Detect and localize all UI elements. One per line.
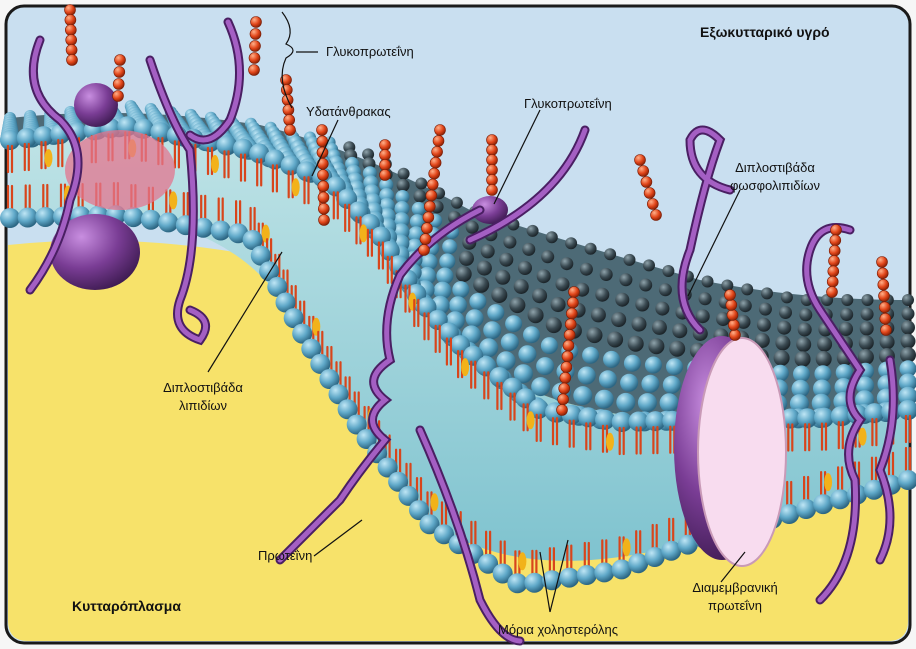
label-extracellular-fluid: Εξωκυτταρικό υγρό (700, 24, 830, 40)
label-phospholipid-bilayer-2: φωσφολιπιδίων (720, 178, 830, 194)
label-lipid-bilayer-1: Διπλοστιβάδα (148, 380, 258, 396)
label-glycoprotein-mid: Γλυκοπρωτεΐνη (524, 96, 612, 112)
label-protein: Πρωτεΐνη (258, 548, 312, 564)
label-carbohydrate: Υδατάνθρακας (306, 104, 391, 120)
label-lipid-bilayer-2: λιπιδίων (148, 398, 258, 414)
label-transmembrane-2: πρωτεΐνη (670, 598, 800, 614)
label-cytoplasm: Κυτταρόπλασμα (72, 598, 181, 614)
label-phospholipid-bilayer-1: Διπλοστιβάδα (720, 160, 830, 176)
top-globular-protein (74, 83, 118, 127)
label-glycoprotein-top: Γλυκοπρωτεΐνη (326, 44, 414, 60)
label-cholesterol: Μόρια χοληστερόλης (498, 622, 618, 638)
transmembrane-protein-face (698, 338, 786, 566)
label-transmembrane-1: Διαμεμβρανική (670, 580, 800, 596)
